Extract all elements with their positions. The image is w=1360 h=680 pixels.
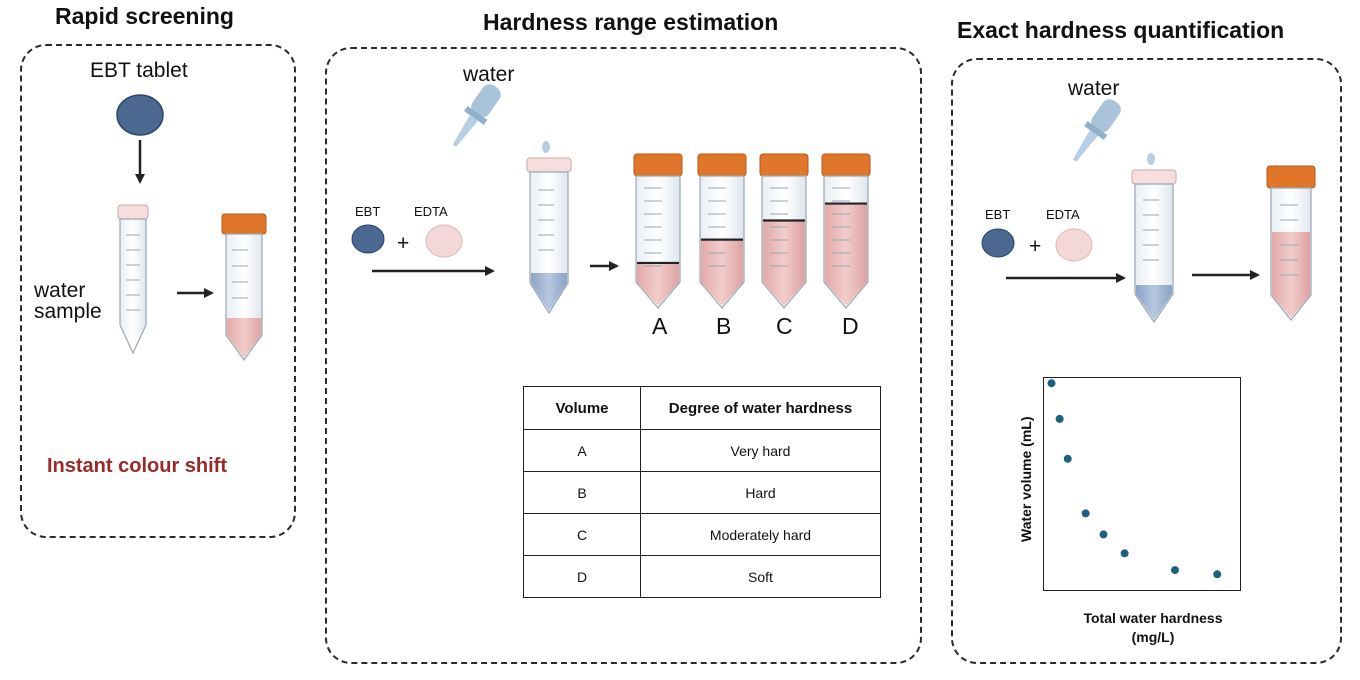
panel-exact-quantification (951, 58, 1342, 664)
y-axis-label: Water volume (mL) (1018, 416, 1034, 543)
tube-label-a: A (652, 313, 668, 339)
table-cell: Soft (640, 555, 881, 598)
edta-reagent-icon (1055, 228, 1093, 262)
panel-title-exact: Exact hardness quantification (957, 17, 1285, 43)
scatter-plot-frame (1043, 377, 1241, 591)
result-tube-icon (221, 213, 267, 362)
ebt-tablet-icon (116, 94, 164, 136)
panel-title-range: Hardness range estimation (483, 9, 779, 35)
result-tube-icon (1266, 165, 1316, 321)
ebt-reagent-icon (981, 228, 1015, 258)
hardness-table: Volume Degree of water hardness A Very h… (523, 386, 881, 598)
tube-label-b: B (716, 313, 732, 339)
mixing-tube-icon (526, 157, 572, 315)
water-drop-icon (1147, 153, 1155, 165)
panel-title-rapid: Rapid screening (55, 3, 234, 29)
column-header-degree: Degree of water hardness (640, 386, 881, 430)
table-cell: D (523, 555, 641, 598)
plus-sign: + (397, 232, 410, 255)
instant-colour-shift-text: Instant colour shift (47, 455, 227, 477)
data-point (1055, 414, 1064, 423)
dropper-icon (1072, 99, 1121, 162)
table-cell: Moderately hard (640, 513, 881, 556)
panel-range-estimation (325, 47, 922, 664)
table-row: C Moderately hard (523, 513, 881, 556)
edta-reagent-icon (425, 224, 463, 258)
dropper-icon (452, 84, 501, 147)
table-row: D Soft (523, 555, 881, 598)
titration-tubes (633, 153, 871, 309)
table-cell: C (523, 513, 641, 556)
tube-label-d: D (842, 313, 859, 339)
water-sample-label-line1: water (34, 279, 86, 302)
ebt-label: EBT (985, 207, 1011, 222)
ebt-label: EBT (355, 204, 381, 219)
x-axis-label: Total water hardness (mg/L) (1053, 609, 1253, 647)
titration-tube-icon (633, 153, 683, 309)
table-cell: Very hard (640, 429, 881, 472)
x-axis-label-line2: (mg/L) (1131, 629, 1175, 645)
data-point (1171, 566, 1179, 575)
data-point (1047, 379, 1056, 388)
table-cell: A (523, 429, 641, 472)
water-sample-label-line2: sample (34, 300, 102, 323)
edta-label: EDTA (414, 204, 448, 219)
water-label: water (1068, 77, 1120, 100)
table-cell: Hard (640, 471, 881, 514)
table-row: B Hard (523, 471, 881, 514)
titration-tube-icon (821, 153, 871, 309)
mixing-tube-icon (1131, 169, 1177, 324)
data-point (1063, 454, 1072, 463)
ebt-tablet-label: EBT tablet (90, 59, 188, 82)
scatter-plot-points (1047, 379, 1222, 579)
x-axis-label-line1: Total water hardness (1083, 610, 1223, 626)
water-label: water (463, 63, 515, 86)
data-point (1213, 570, 1222, 579)
data-point (1081, 509, 1090, 518)
column-header-volume: Volume (523, 386, 641, 430)
panel-rapid-screening (20, 44, 296, 538)
table-header-row: Volume Degree of water hardness (523, 386, 881, 430)
plus-sign: + (1029, 235, 1042, 258)
data-point (1099, 530, 1108, 539)
tube-label-c: C (776, 313, 793, 339)
titration-tube-icon (759, 153, 809, 309)
table-row: A Very hard (523, 429, 881, 472)
data-point (1120, 549, 1129, 558)
water-drop-icon (542, 141, 550, 153)
ebt-reagent-icon (351, 224, 385, 254)
edta-label: EDTA (1046, 207, 1080, 222)
titration-tube-icon (697, 153, 747, 309)
sample-tube-icon (117, 204, 149, 355)
table-cell: B (523, 471, 641, 514)
